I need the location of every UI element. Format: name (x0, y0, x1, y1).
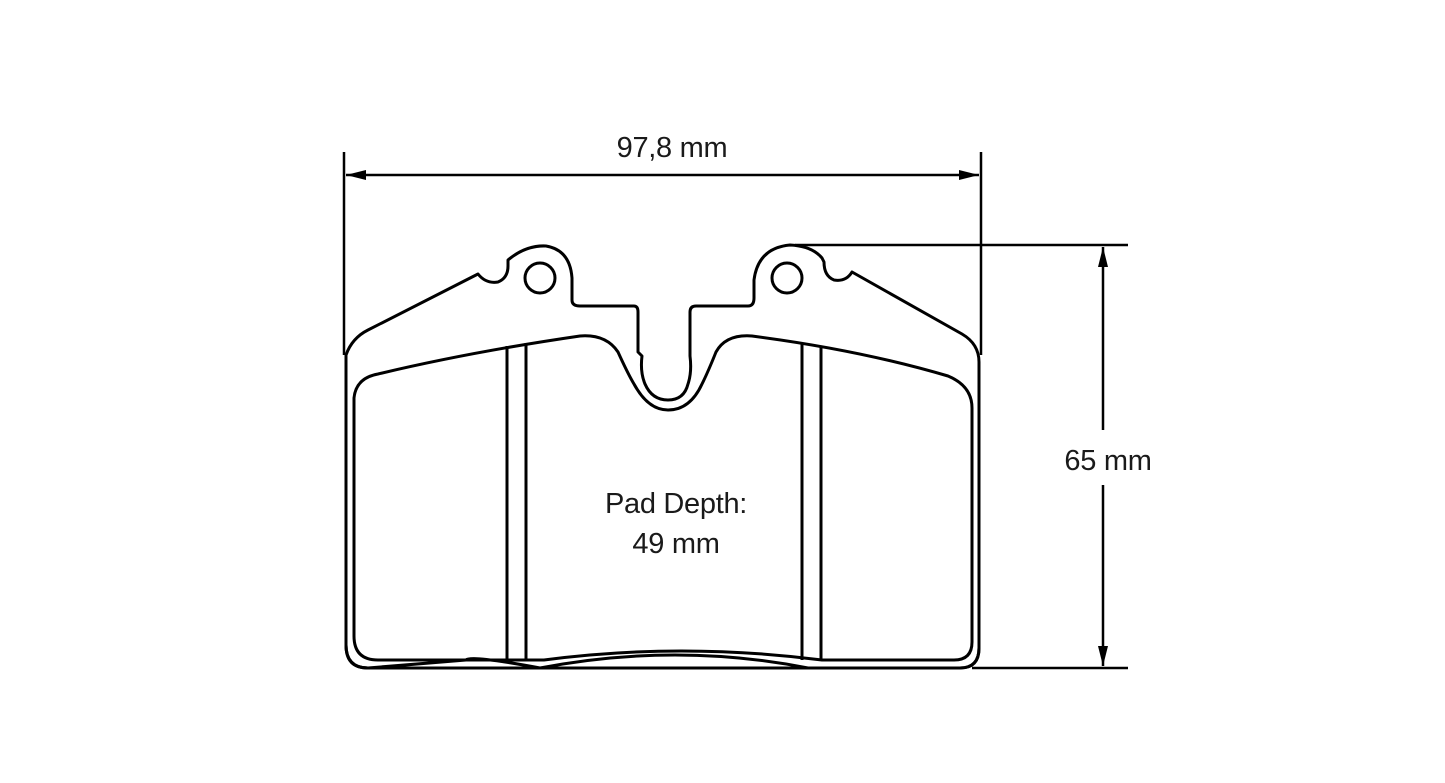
backing-plate-outline (344, 243, 981, 670)
backing-plate-bottom-edge (344, 644, 981, 670)
pad-depth-title: Pad Depth: (604, 488, 748, 520)
friction-slots (505, 343, 823, 660)
pad-depth-value: 49 mm (632, 528, 720, 560)
right-mounting-hole-icon (770, 261, 804, 295)
height-dimension (795, 243, 1128, 670)
width-dimension-label: 97,8 mm (616, 132, 728, 164)
pad-depth-label: Pad Depth: 49 mm (605, 484, 747, 564)
friction-material-outline (352, 334, 974, 662)
left-mounting-hole-icon (523, 261, 557, 295)
width-dimension (342, 152, 983, 355)
height-dimension-label: 65 mm (1064, 443, 1152, 480)
